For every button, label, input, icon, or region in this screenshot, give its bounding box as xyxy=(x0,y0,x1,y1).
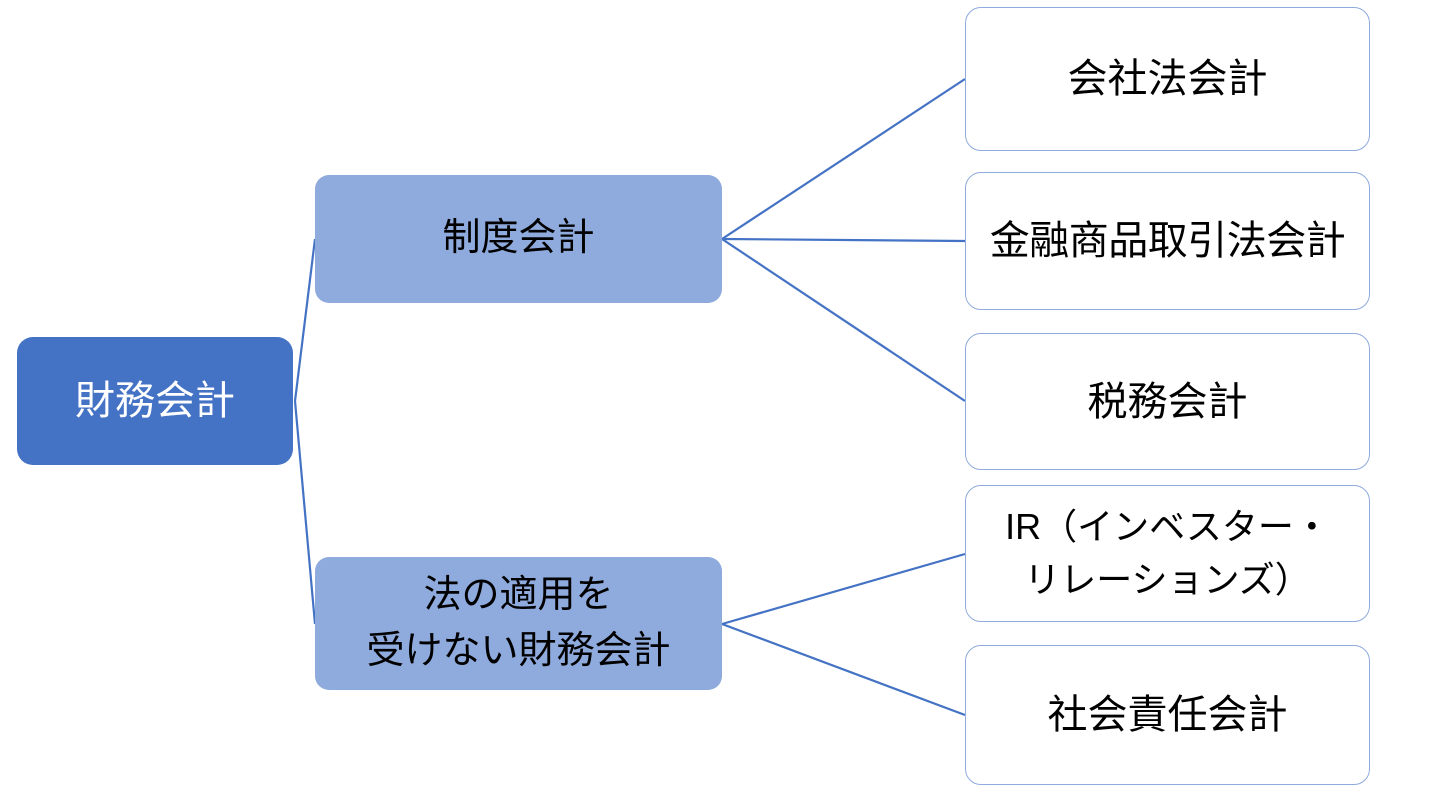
connector-branch-2-to-leaf-5 xyxy=(721,622,966,717)
node-leaf-investor-relations[interactable]: IR（インベスター・ リレーションズ） xyxy=(965,485,1370,622)
node-branch-non-statutory-accounting[interactable]: 法の適用を 受けない財務会計 xyxy=(315,557,722,690)
connector-branch-2-to-leaf-4 xyxy=(721,552,966,626)
connector-branch-1-to-leaf-2 xyxy=(721,237,966,243)
node-root-financial-accounting[interactable]: 財務会計 xyxy=(17,337,293,465)
node-leaf-companies-act-accounting[interactable]: 会社法会計 xyxy=(965,7,1370,151)
node-leaf-social-responsibility-accounting[interactable]: 社会責任会計 xyxy=(965,645,1370,785)
node-leaf-tax-accounting[interactable]: 税務会計 xyxy=(965,333,1370,470)
connector-branch-1-to-leaf-1 xyxy=(721,78,966,240)
node-branch-institutional-accounting[interactable]: 制度会計 xyxy=(315,175,722,303)
connector-root-to-branch-1 xyxy=(293,238,317,402)
connector-root-to-branch-2 xyxy=(293,400,317,625)
node-leaf-fiea-accounting[interactable]: 金融商品取引法会計 xyxy=(965,172,1370,310)
connector-branch-1-to-leaf-3 xyxy=(721,238,966,402)
